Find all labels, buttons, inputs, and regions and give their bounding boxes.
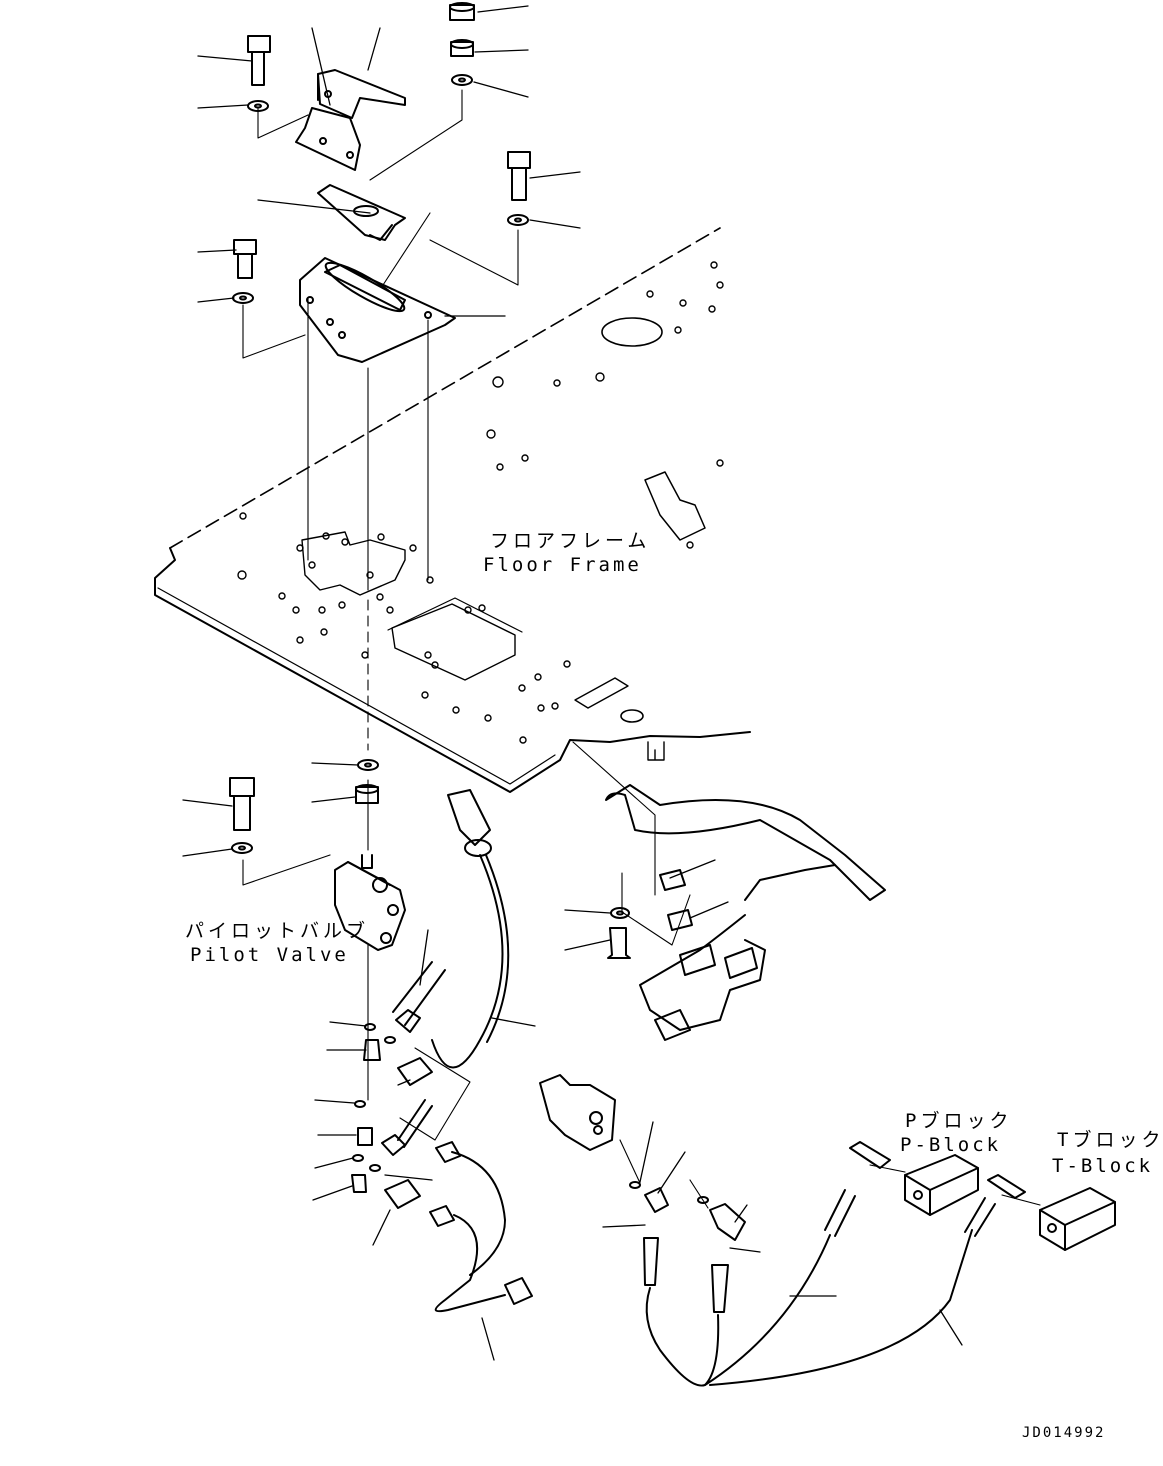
p-block xyxy=(904,1154,979,1216)
t-block-label-jp: Tブロック xyxy=(1057,1129,1163,1151)
p-block-label-en: P-Block xyxy=(900,1134,1002,1156)
assembly-lines xyxy=(242,89,1041,1209)
pilot-valve-label-jp: パイロットバルブ xyxy=(185,920,370,942)
pilot-valve-label-en: Pilot Valve xyxy=(190,944,349,966)
floor-frame-label-jp: フロアフレーム xyxy=(490,530,651,552)
swivel-block xyxy=(539,1074,616,1151)
t-block xyxy=(1039,1187,1116,1251)
cover-plate xyxy=(299,257,456,363)
pilot-valve xyxy=(334,854,406,951)
top-cover-bracket xyxy=(295,69,406,171)
pilot-fittings xyxy=(351,961,446,1193)
hydraulic-hoses xyxy=(629,1141,1026,1387)
callout-leaders xyxy=(182,5,963,1361)
fasteners xyxy=(229,2,631,959)
cab-harness xyxy=(605,784,886,1041)
wire-harness-left xyxy=(429,789,533,1313)
floor-frame xyxy=(154,227,751,793)
drawing-code: JD014992 xyxy=(1022,1425,1106,1441)
t-block-label-en: T-Block xyxy=(1052,1155,1154,1177)
p-block-label-jp: Pブロック xyxy=(905,1110,1013,1132)
pressure-switches xyxy=(384,1057,433,1209)
floor-frame-label-en: Floor Frame xyxy=(483,554,642,576)
